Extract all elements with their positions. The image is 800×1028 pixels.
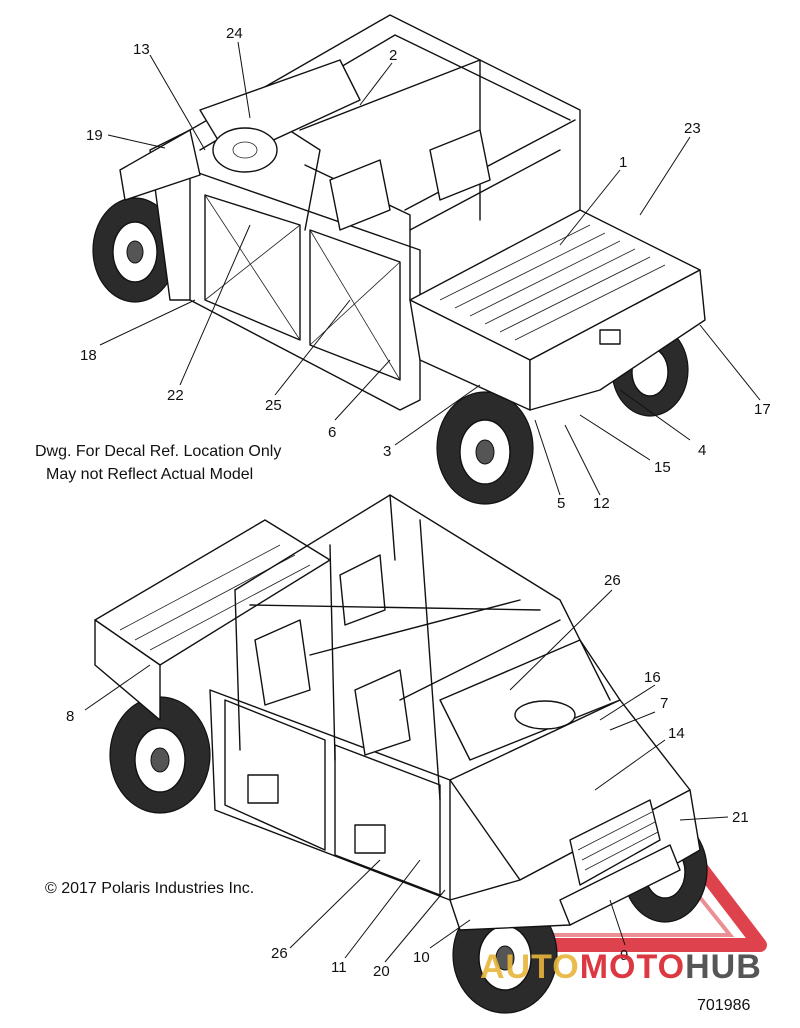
callout-5: 5 — [557, 495, 565, 512]
callout-26-top: 26 — [604, 572, 621, 589]
callout-22: 22 — [167, 387, 184, 404]
watermark-text: AUTOMOTOHUB — [480, 948, 762, 986]
callouts-bottom: 26 16 7 8 14 21 26 11 20 10 9 — [66, 572, 749, 980]
callout-19: 19 — [86, 127, 103, 144]
callout-25: 25 — [265, 397, 282, 414]
callout-1: 1 — [619, 154, 627, 171]
callout-18: 18 — [80, 347, 97, 364]
bed-floor-ribs — [439, 224, 666, 341]
callout-26-bottom: 26 — [271, 945, 288, 962]
callout-10: 10 — [413, 949, 430, 966]
callout-3: 3 — [383, 443, 391, 460]
reference-note-line1: Dwg. For Decal Ref. Location Only — [35, 443, 281, 460]
callout-17: 17 — [754, 401, 771, 418]
callout-16: 16 — [644, 669, 661, 686]
bottom-vehicle-drawing — [94, 494, 708, 1014]
copyright-text: © 2017 Polaris Industries Inc. — [45, 880, 254, 897]
callout-23: 23 — [684, 120, 701, 137]
drawing-number: 701986 — [697, 997, 750, 1014]
top-vehicle-drawing — [92, 14, 706, 505]
reference-note-line2: May not Reflect Actual Model — [46, 466, 253, 483]
callout-8: 8 — [66, 708, 74, 725]
callout-13: 13 — [133, 41, 150, 58]
callout-4: 4 — [698, 442, 706, 459]
callout-2: 2 — [389, 47, 397, 64]
wheel-rear-left-top — [436, 391, 534, 505]
callout-7: 7 — [660, 695, 668, 712]
callout-6: 6 — [328, 424, 336, 441]
callout-21: 21 — [732, 809, 749, 826]
callout-15: 15 — [654, 459, 671, 476]
callout-14: 14 — [668, 725, 685, 742]
leader-lines — [84, 41, 761, 963]
callout-11: 11 — [331, 959, 347, 976]
callouts-top: 13 24 2 19 23 1 18 22 25 6 3 17 4 15 5 1… — [80, 25, 771, 512]
callout-12: 12 — [593, 495, 610, 512]
callout-20: 20 — [373, 963, 390, 980]
callout-9: 9 — [620, 947, 628, 964]
wheel-front-left-top — [92, 197, 178, 303]
callout-24: 24 — [226, 25, 243, 42]
